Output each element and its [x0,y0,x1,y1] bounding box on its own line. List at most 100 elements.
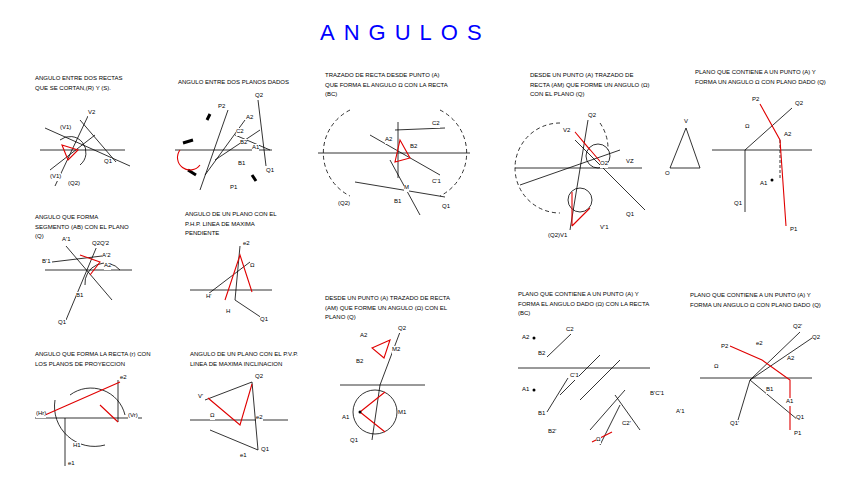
point-label: Q2 [255,373,263,381]
panel-caption: ANGULO DE UN PLANO CON EL P.H.P. LINEA D… [185,210,285,239]
panel-caption: DESDE UN PUNTO (A) TRAZADO DE RECTA (AM)… [325,294,460,323]
point-label: Ω [596,436,601,444]
point-label: V1 [560,232,567,240]
point-label: B1 [238,160,245,168]
point-label: A1 [522,386,529,394]
panel-caption: ANGULO ENTRE DOS PLANOS DADOS [178,78,308,88]
point-label: P1 [790,226,797,234]
point-label: Q1 [58,319,66,327]
point-label: H' [206,293,211,301]
point-label: B1 [766,386,773,394]
point-label: e2 [256,414,263,422]
point-label: Q1 [266,167,274,175]
point-label: A1 [252,144,259,152]
point-label: A2 [246,114,253,122]
point-label: (Q2) [68,180,80,188]
point-label: V2 [563,127,570,135]
panel-caption: DESDE UN PUNTO (A) TRAZADO DE RECTA (AM)… [530,71,655,100]
point-label: M1 [398,409,406,417]
point-label: Q1' [730,420,739,428]
point-label: H1 [73,442,81,450]
point-label: A'2 [102,252,110,260]
point-label: A'1 [676,408,684,416]
panel-caption: PLANO QUE CONTIENE A UN PUNTO (A) Y FORM… [695,68,830,87]
point-label: Q2' [793,323,802,331]
point-label: Ω [714,363,719,371]
point-label: Ω [250,262,255,270]
point-label: B'1 [42,258,50,266]
point-label: A2 [522,334,529,342]
point-label: (Vr) [128,412,138,420]
point-label: A2 [787,355,794,363]
point-label: Q1 [350,437,358,445]
point-label: A2 [360,332,367,340]
point-label: B2 [538,350,545,358]
point-label: (V1) [60,124,71,132]
point-label: B1 [394,198,401,206]
point-label: (V1) [50,173,61,181]
point-label: VZ [626,158,634,166]
point-label: P2 [721,343,728,351]
point-label: e2 [756,340,763,348]
point-label: A2 [104,262,111,270]
point-label: A1 [760,180,767,188]
point-label: Q2 [812,334,820,342]
point-label: Q2 [795,100,803,108]
panel-caption: ANGULO ENTRE DOS RECTAS QUE SE CORTAN,(R… [35,74,135,93]
point-label: A2 [784,131,791,139]
point-label: C2 [566,326,574,334]
point-label: P2 [218,103,225,111]
point-label: Q2 [255,92,263,100]
point-label: Q2Q'2 [92,240,109,248]
point-label: B2' [548,428,556,436]
point-label: P1 [230,184,237,192]
point-label: B'C'1 [650,390,664,398]
panel-caption: PLANO QUE CONTIENE A UN PUNTO (A) Y FORM… [518,290,658,319]
point-label: Q1 [626,211,634,219]
point-label: B1 [76,292,83,300]
point-label: Q2 [588,112,596,120]
panel-caption: PLANO QUE CONTIENE A UN PUNTO (A) Y FORM… [690,291,830,310]
point-label: Q1 [261,446,269,454]
panel-caption: ANGULO DE UN PLANO CON EL P.V.P. LINEA D… [190,350,310,369]
point-label: e1 [240,452,247,460]
point-label: B2 [356,358,363,366]
point-label: C2 [432,120,440,128]
point-label: M2 [392,346,400,354]
point-label: e2 [243,240,250,248]
point-label: Ω [210,412,215,420]
point-label: B1 [538,410,545,418]
point-label: C'1 [570,372,579,380]
point-label: P2 [752,96,759,104]
point-label: (Q2) [548,232,560,240]
point-label: e1 [68,460,75,468]
point-label: Q1 [104,158,112,166]
point-label: Q1 [796,414,804,422]
point-label: A1 [342,414,349,422]
point-label: C2 [236,128,244,136]
panel-caption: ANGULO QUE FORMA LA RECTA (r) CON LOS PL… [35,350,155,369]
point-label: A'1 [62,236,70,244]
point-label: (Hr) [36,410,46,418]
point-label: V' [198,393,203,401]
point-label: V'1 [600,224,608,232]
point-label: e2 [120,374,127,382]
point-label: (Q2) [338,200,350,208]
point-label: Q2 [398,325,406,333]
point-label: O [665,170,670,178]
point-label: A1 [786,398,793,406]
point-label: B2 [240,139,247,147]
point-label: Q1 [734,200,742,208]
point-label: P1 [794,430,801,438]
point-label: O2 [600,160,608,168]
point-label: V [684,118,688,126]
point-label: Q1 [260,316,268,324]
point-label: V2 [88,109,95,117]
panel-caption: TRAZADO DE RECTA DESDE PUNTO (A) QUE FOR… [325,71,450,100]
sheet-title: ANGULOS [320,20,491,46]
point-label: B2 [410,143,417,151]
point-label: Q1 [442,203,450,211]
point-label: A2 [385,136,392,144]
point-label: H [226,308,230,316]
panel-caption: ANGULO QUE FORMA SEGMENTO (AB) CON EL PL… [35,213,130,242]
